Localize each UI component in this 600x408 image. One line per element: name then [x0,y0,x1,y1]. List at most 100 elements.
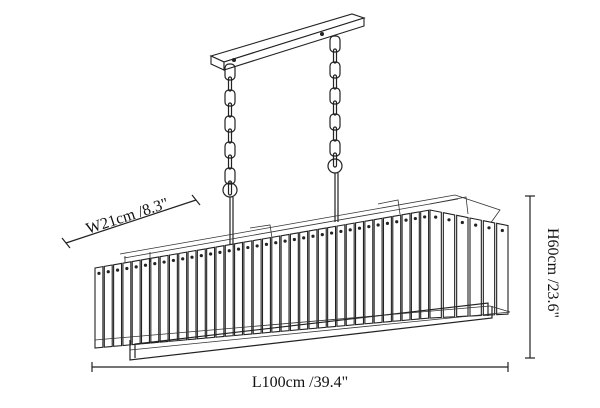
glass-panel [168,253,178,342]
side-glass-panel [496,222,509,316]
top-frame [119,194,501,264]
panel-hole [404,218,408,222]
chain-link [227,128,233,144]
chain-link [329,87,341,105]
glass-panel [122,261,132,347]
panel-hole [274,241,278,245]
panel-hole [348,228,352,232]
panel-hole [134,265,138,269]
chain-link [329,139,341,157]
glass-panel [373,217,383,324]
glass-panel [410,211,420,321]
glass-panel [159,254,169,343]
panel-hole [311,234,315,238]
side-glass-panels [429,209,509,319]
glass-panel [317,227,327,329]
length-label: L100cm /39.4" [252,374,348,391]
panel-hole [255,244,259,248]
panel-hole [153,262,157,266]
panel-hole [236,247,241,251]
panel-hole [227,249,231,253]
front-glass-panels [94,209,430,349]
panel-hole [434,215,438,219]
panel-hole [339,229,343,234]
chain-link [224,115,236,133]
glass-panel [355,220,365,326]
length-dimension: L100cm /39.4" [91,362,509,391]
glass-panel [234,241,244,337]
chain-link [224,89,236,107]
glass-panel [336,224,346,327]
panel-hole [423,215,427,219]
glass-panel [401,212,411,322]
panel-hole [125,266,129,271]
glass-panel [103,264,113,348]
chain-link [224,141,236,159]
glass-panel [224,243,234,337]
height-label: H60cm /23.6" [544,228,561,318]
chain-link [332,74,338,90]
panel-hole [320,233,324,237]
panel-hole [264,242,269,246]
glass-panel [280,233,290,332]
bottom-frame [94,302,511,361]
chain-link [332,100,338,116]
chain-link [227,102,233,118]
panel-hole [487,226,491,230]
panel-hole [292,237,296,242]
panel-hole [413,216,417,221]
panel-hole [376,223,380,227]
chain-link [332,48,338,64]
left-chain [224,63,236,196]
glass-panel [113,262,123,347]
glass-panel [308,228,318,330]
glass-panel [327,225,337,328]
glass-panel [150,256,160,344]
width-dimension: W21cm /8.3" [61,194,201,249]
glass-panel [364,219,374,325]
glass-panel [94,265,104,349]
panel-hole [385,221,390,225]
chain-link [224,63,236,81]
chain-link [329,113,341,131]
panel-hole [209,252,213,256]
glass-panel [345,222,355,327]
panel-hole [143,263,148,267]
panel-hole [218,250,222,254]
side-glass-panel [456,214,469,318]
chain-link [332,126,338,142]
hanging-rods [222,158,343,248]
glass-panel [206,246,216,339]
panel-hole [181,257,185,261]
panel-hole [171,258,175,263]
right-chain [329,35,341,168]
panel-hole [447,218,451,222]
panel-hole [367,224,371,229]
chain-link [329,35,341,53]
panel-hole [460,220,464,225]
glass-panel [420,209,430,320]
glass-panel [187,249,197,341]
glass-panel [261,236,271,334]
glass-panel [252,238,262,335]
glass-panel [131,259,141,346]
chain-link [227,154,233,170]
glass-panel [382,216,392,323]
panel-hole [115,268,120,272]
height-dimension: H60cm /23.6" [525,195,561,359]
panel-hole [106,270,110,274]
chain-link [227,76,233,92]
panel-hole [500,228,504,233]
side-glass-panel [442,211,456,318]
panel-hole [283,239,287,243]
panel-hole [357,226,362,230]
side-glass-panel [482,219,496,316]
panel-hole [329,231,334,235]
glass-panel [140,257,150,345]
chain-link [332,152,338,168]
chain-link [227,180,233,196]
chain-link [329,61,341,79]
side-glass-panel [469,217,482,317]
chain-link [224,167,236,185]
